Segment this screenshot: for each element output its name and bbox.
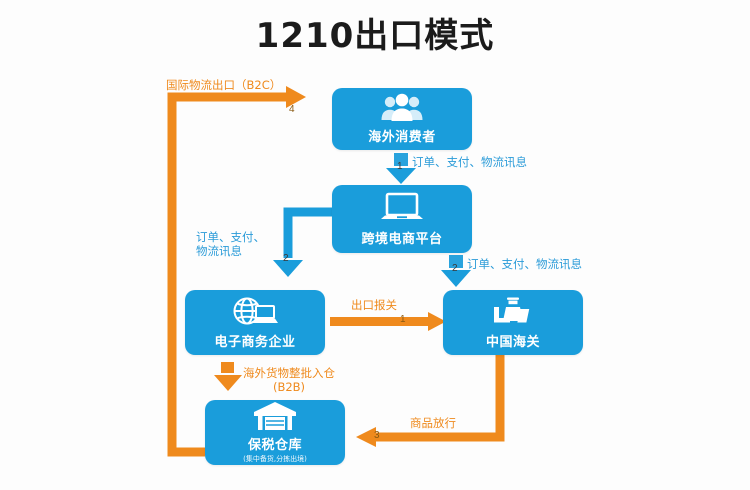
edge-label-export-declaration: 出口报关 xyxy=(351,298,397,312)
node-label: 电子商务企业 xyxy=(214,334,296,350)
edge-label-goods-release: 商品放行 xyxy=(410,416,456,430)
edge-order-pay-logistics-2-left xyxy=(273,207,332,277)
edge-number-order-pay-logistics-2-left: 2 xyxy=(283,253,289,264)
edge-label-order-pay-logistics-1: 订单、支付、物流讯息 xyxy=(412,155,527,169)
node-label: 海外消费者 xyxy=(368,130,436,145)
node-sublabel: (集中备货,分拣出境) xyxy=(243,455,307,463)
globe-laptop-icon xyxy=(230,296,280,328)
laptop-icon xyxy=(377,191,427,225)
customs-officer-icon xyxy=(490,296,536,328)
edge-order-pay-logistics-1 xyxy=(386,153,416,184)
node-bonded-warehouse[interactable]: 保税仓库 (集中备货,分拣出境) xyxy=(205,400,345,465)
edge-order-pay-logistics-2-right xyxy=(441,255,471,287)
edge-label-intl-logistics-export: 国际物流出口（B2C） xyxy=(166,78,282,92)
edge-number-order-pay-logistics-1: 1 xyxy=(397,161,403,172)
node-label: 中国海关 xyxy=(485,334,540,350)
edge-number-goods-release: 3 xyxy=(374,430,380,441)
edge-overseas-bulk-warehousing xyxy=(214,362,242,391)
node-label: 跨境电商平台 xyxy=(361,232,443,247)
edge-label-order-pay-logistics-2-right: 订单、支付、物流讯息 xyxy=(467,257,582,271)
node-ecommerce-enterprise[interactable]: 电子商务企业 xyxy=(185,290,325,355)
warehouse-icon xyxy=(253,401,297,431)
edge-export-declaration xyxy=(330,312,446,331)
node-label: 保税仓库 xyxy=(247,438,302,453)
people-group-icon xyxy=(379,93,425,123)
page-title: 1210出口模式 xyxy=(255,16,495,56)
edge-label-overseas-bulk-warehousing: 海外货物整批入仓 (B2B) xyxy=(243,366,335,394)
node-china-customs[interactable]: 中国海关 xyxy=(443,290,583,355)
edge-number-intl-logistics-export: 4 xyxy=(289,104,295,115)
edge-intl-logistics-export xyxy=(167,86,306,457)
edge-label-order-pay-logistics-2-left: 订单、支付、 物流讯息 xyxy=(196,230,265,258)
edge-goods-release xyxy=(356,355,505,447)
node-overseas-consumer[interactable]: 海外消费者 xyxy=(332,88,472,150)
edge-number-order-pay-logistics-2-right: 2 xyxy=(452,263,458,274)
node-cross-border-platform[interactable]: 跨境电商平台 xyxy=(332,185,472,253)
edge-number-export-declaration: 1 xyxy=(400,314,406,325)
